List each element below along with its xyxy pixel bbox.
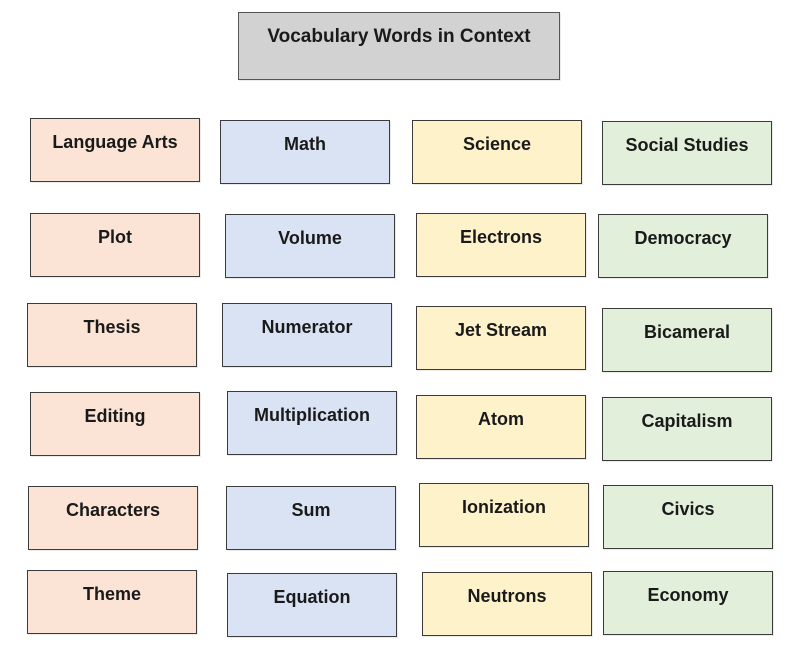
vocab-card-numerator: Numerator bbox=[222, 303, 392, 367]
vocab-card-theme: Theme bbox=[27, 570, 197, 634]
vocab-card-ionization: Ionization bbox=[419, 483, 589, 547]
category-header-social-studies: Social Studies bbox=[602, 121, 772, 185]
vocab-card-editing: Editing bbox=[30, 392, 200, 456]
category-header-language-arts: Language Arts bbox=[30, 118, 200, 182]
category-header-science: Science bbox=[412, 120, 582, 184]
category-header-math: Math bbox=[220, 120, 390, 184]
vocab-card-sum: Sum bbox=[226, 486, 396, 550]
vocab-card-characters: Characters bbox=[28, 486, 198, 550]
page-title: Vocabulary Words in Context bbox=[238, 12, 560, 80]
vocab-card-equation: Equation bbox=[227, 573, 397, 637]
vocab-card-democracy: Democracy bbox=[598, 214, 768, 278]
vocab-card-plot: Plot bbox=[30, 213, 200, 277]
vocab-card-civics: Civics bbox=[603, 485, 773, 549]
vocab-card-thesis: Thesis bbox=[27, 303, 197, 367]
vocab-card-electrons: Electrons bbox=[416, 213, 586, 277]
vocab-card-multiplication: Multiplication bbox=[227, 391, 397, 455]
vocab-card-atom: Atom bbox=[416, 395, 586, 459]
vocab-card-bicameral: Bicameral bbox=[602, 308, 772, 372]
vocab-card-capitalism: Capitalism bbox=[602, 397, 772, 461]
vocab-card-jet-stream: Jet Stream bbox=[416, 306, 586, 370]
vocab-card-volume: Volume bbox=[225, 214, 395, 278]
vocab-card-neutrons: Neutrons bbox=[422, 572, 592, 636]
vocab-card-economy: Economy bbox=[603, 571, 773, 635]
